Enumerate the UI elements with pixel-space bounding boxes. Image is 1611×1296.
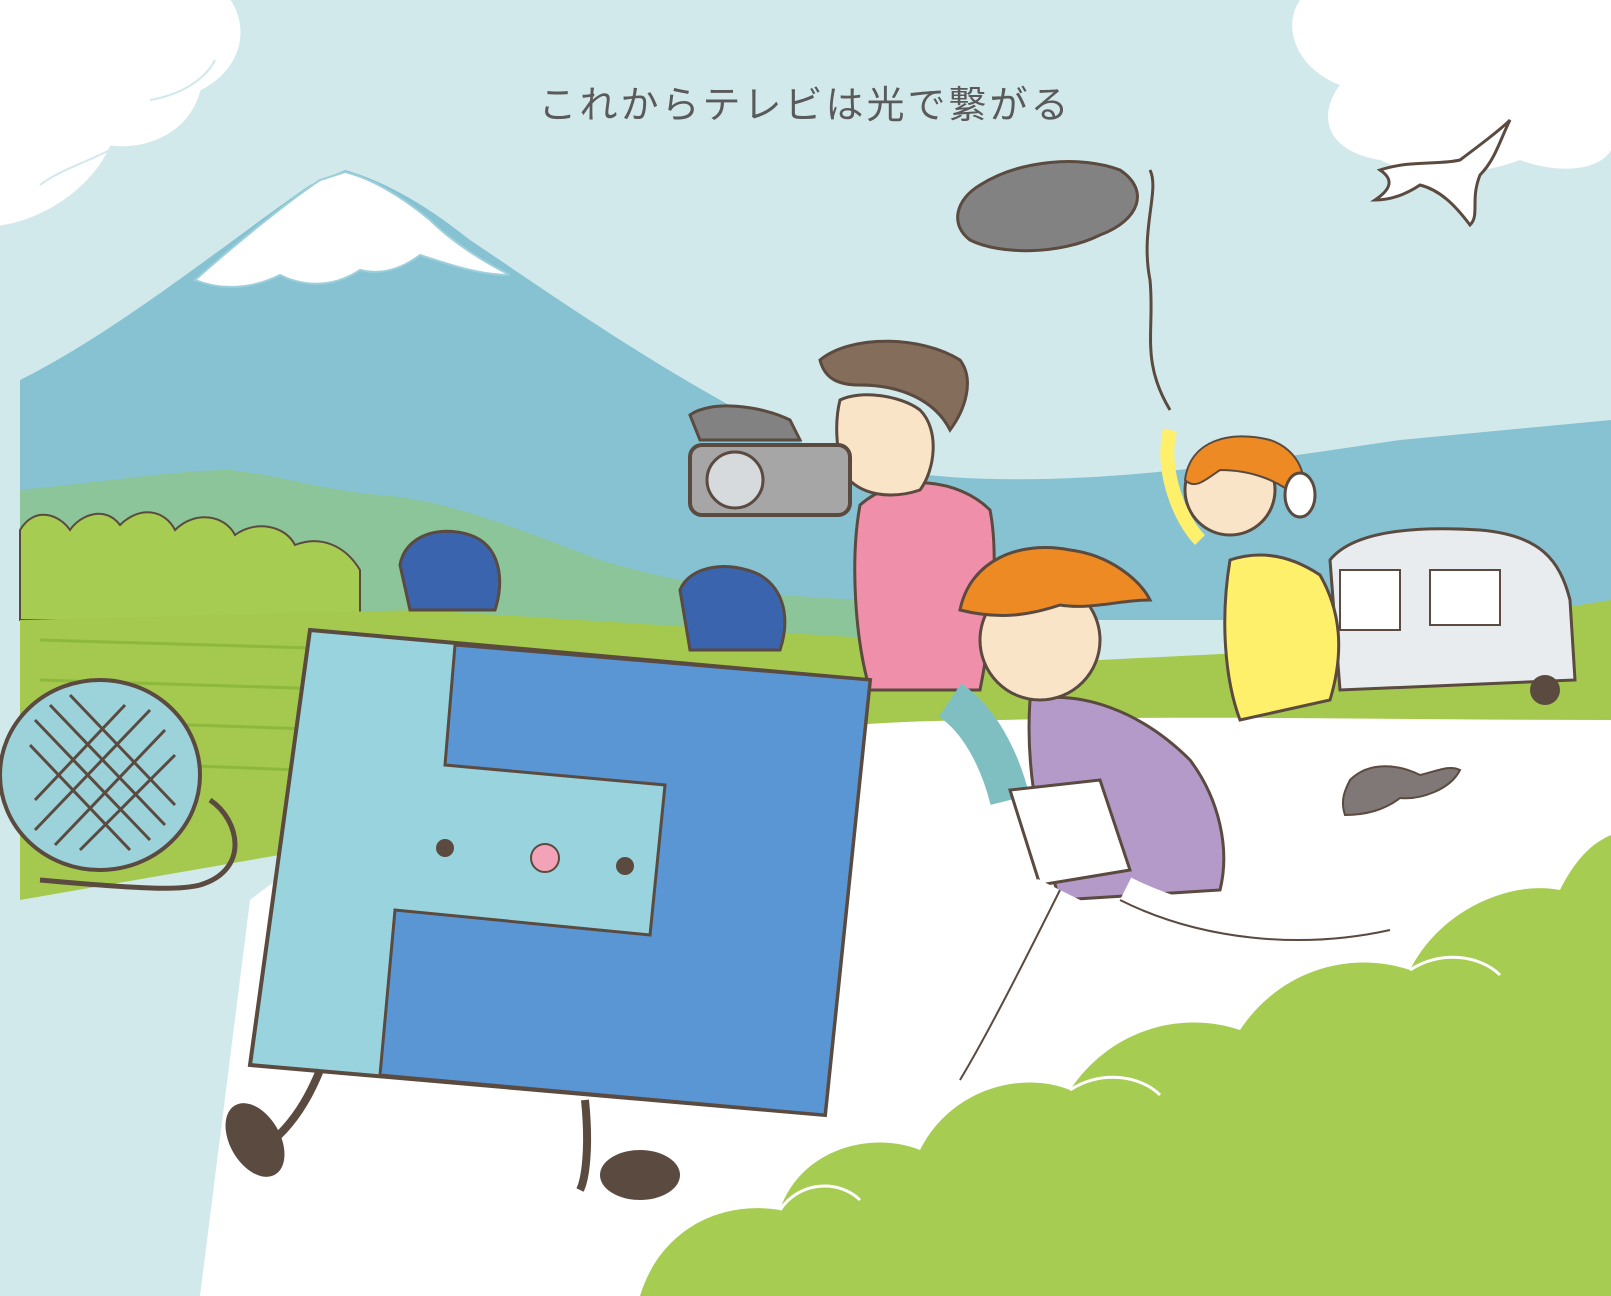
foreground-bush bbox=[640, 835, 1611, 1296]
bird-icon bbox=[1370, 118, 1512, 228]
headline-text: これからテレビは光で繋がる bbox=[538, 83, 1071, 127]
cable-drum-icon bbox=[0, 678, 238, 891]
tree-line bbox=[19, 511, 361, 621]
cloud-top-right bbox=[1292, 0, 1611, 174]
mascot-character bbox=[225, 529, 873, 1200]
reporter bbox=[938, 546, 1396, 1093]
van-icon bbox=[1328, 527, 1577, 705]
sound-engineer bbox=[1160, 428, 1341, 722]
cat-icon bbox=[1341, 765, 1462, 817]
camera-icon bbox=[688, 404, 852, 517]
boom-microphone-icon bbox=[956, 160, 1172, 411]
cameraman bbox=[818, 339, 1030, 806]
cloud-top-left bbox=[0, 0, 241, 226]
